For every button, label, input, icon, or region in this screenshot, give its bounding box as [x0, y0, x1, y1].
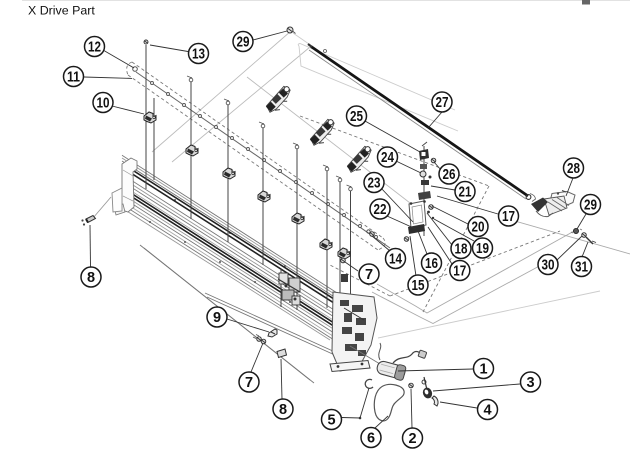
svg-text:29: 29	[237, 35, 250, 51]
svg-text:17: 17	[453, 264, 466, 280]
svg-text:25: 25	[350, 109, 363, 125]
svg-text:7: 7	[365, 267, 373, 283]
svg-text:10: 10	[97, 96, 110, 112]
svg-text:5: 5	[327, 413, 335, 429]
svg-text:31: 31	[575, 260, 588, 276]
svg-text:7: 7	[245, 375, 253, 391]
svg-text:2: 2	[408, 431, 416, 447]
svg-text:9: 9	[213, 310, 221, 326]
svg-text:22: 22	[374, 202, 387, 218]
svg-text:30: 30	[542, 258, 555, 274]
svg-text:17: 17	[502, 209, 515, 225]
svg-text:19: 19	[476, 241, 489, 257]
svg-text:8: 8	[87, 270, 95, 286]
svg-text:29: 29	[584, 198, 597, 214]
svg-text:18: 18	[455, 242, 468, 258]
svg-text:27: 27	[436, 95, 449, 111]
svg-text:11: 11	[67, 70, 80, 86]
svg-text:1: 1	[479, 362, 487, 378]
svg-text:21: 21	[459, 185, 472, 201]
svg-text:13: 13	[192, 47, 205, 63]
svg-text:24: 24	[381, 150, 394, 166]
svg-text:15: 15	[412, 278, 425, 294]
svg-text:6: 6	[367, 431, 375, 447]
svg-text:28: 28	[567, 161, 580, 177]
svg-text:14: 14	[389, 252, 402, 268]
svg-text:20: 20	[472, 220, 485, 236]
svg-text:8: 8	[279, 402, 287, 418]
svg-text:X Drive Part: X Drive Part	[28, 4, 95, 18]
svg-text:23: 23	[368, 176, 381, 192]
svg-text:4: 4	[483, 403, 491, 419]
svg-text:3: 3	[526, 375, 534, 391]
svg-text:12: 12	[88, 40, 101, 56]
svg-text:26: 26	[443, 167, 456, 183]
svg-text:16: 16	[425, 256, 438, 272]
